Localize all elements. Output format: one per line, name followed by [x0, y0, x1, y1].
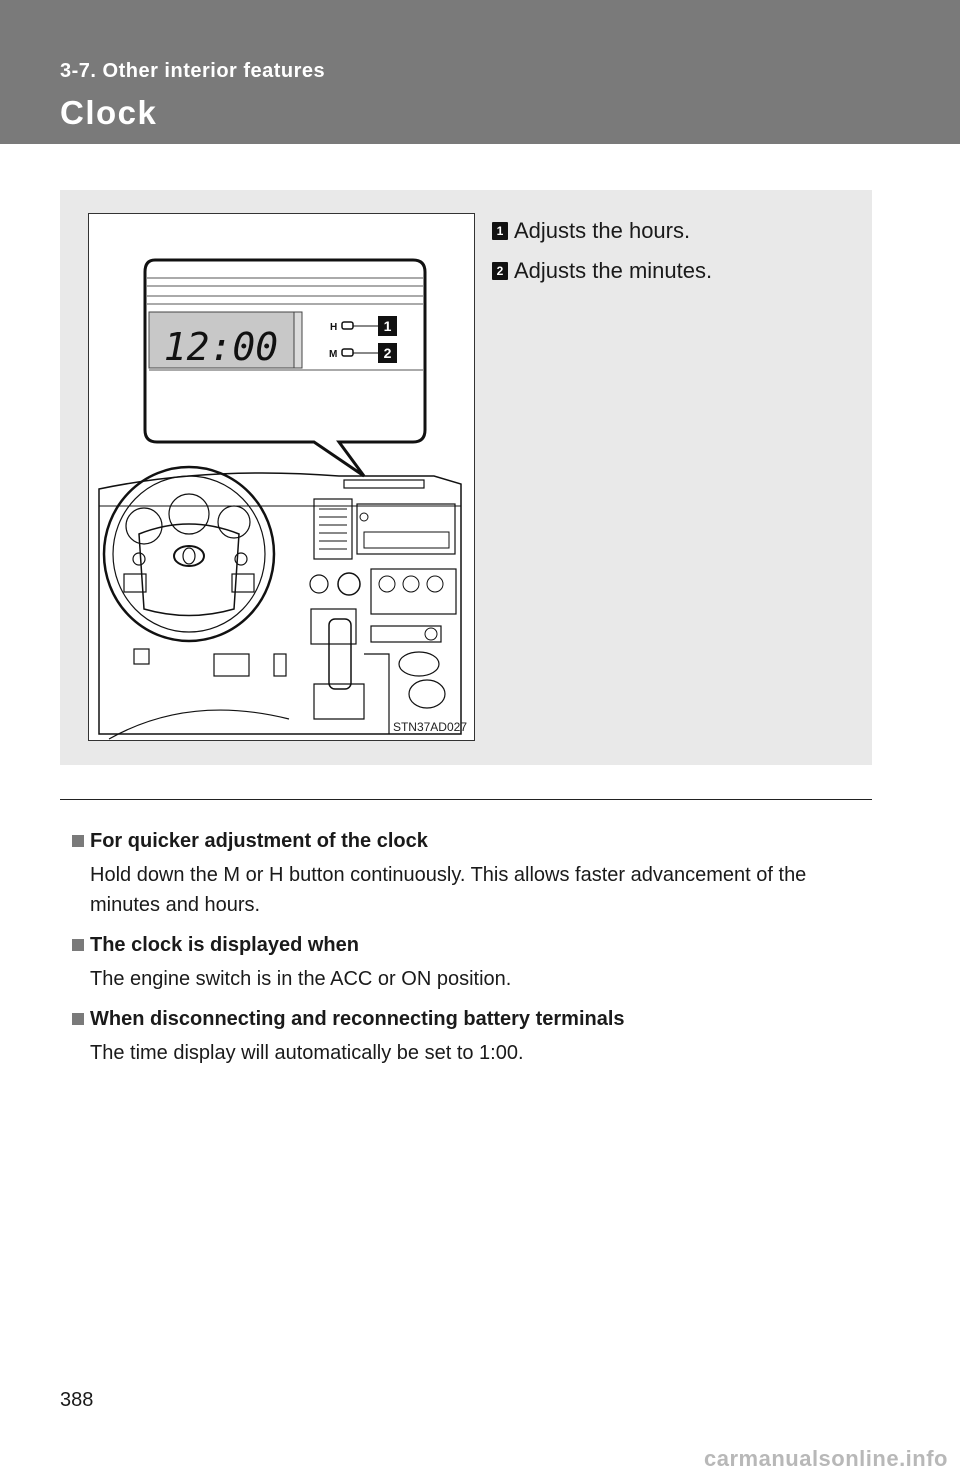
note-body: The engine switch is in the ACC or ON po…	[90, 968, 512, 990]
legend-item: 1 Adjusts the hours.	[492, 212, 712, 250]
dashboard-illustration: 12:00 H 1 M 2	[88, 213, 475, 741]
clock-reading: 12:00	[164, 325, 278, 369]
note-body: The time display will automatically be s…	[90, 1042, 524, 1064]
h-button-label: H	[330, 322, 337, 333]
dashboard-drawing: 12:00 H 1 M 2	[98, 258, 462, 740]
bullet-square-icon	[72, 835, 84, 847]
callout-2-marker	[378, 343, 397, 363]
legend: 1 Adjusts the hours. 2 Adjusts the minut…	[492, 212, 712, 292]
m-button-label: M	[329, 349, 337, 360]
note-heading-text: For quicker adjustment of the clock	[90, 830, 428, 852]
steering-wheel	[102, 465, 276, 643]
divider	[60, 799, 872, 800]
callout-1-number: 1	[384, 318, 392, 334]
bullet-square-icon	[72, 939, 84, 951]
note-heading: For quicker adjustment of the clock	[72, 826, 872, 856]
legend-number-badge: 1	[492, 222, 508, 240]
page-number: 388	[60, 1389, 94, 1411]
legend-number-badge: 2	[492, 262, 508, 280]
clock-display	[148, 311, 295, 369]
legend-text: Adjusts the minutes.	[514, 258, 713, 283]
note-heading: The clock is displayed when	[72, 930, 872, 960]
page-header: 3-7. Other interior features Clock	[0, 0, 960, 144]
note-heading: When disconnecting and reconnecting batt…	[72, 1004, 872, 1034]
legend-text: Adjusts the hours.	[514, 218, 691, 243]
section-label: 3-7. Other interior features	[60, 60, 326, 82]
notes-section: For quicker adjustment of the clock Hold…	[72, 826, 872, 1078]
callout-2-number: 2	[384, 345, 392, 361]
note-heading-text: The clock is displayed when	[90, 934, 359, 956]
figure-code: STN37AD027	[392, 720, 467, 734]
watermark: carmanualsonline.info	[704, 1446, 948, 1471]
note-heading-text: When disconnecting and reconnecting batt…	[90, 1008, 625, 1030]
legend-item: 2 Adjusts the minutes.	[492, 252, 712, 290]
m-button	[341, 348, 354, 357]
note-body: Hold down the M or H button continuously…	[90, 864, 807, 916]
callout-1-marker	[378, 316, 397, 336]
h-button	[341, 321, 354, 330]
page-title: Clock	[60, 94, 158, 131]
bullet-square-icon	[72, 1013, 84, 1025]
